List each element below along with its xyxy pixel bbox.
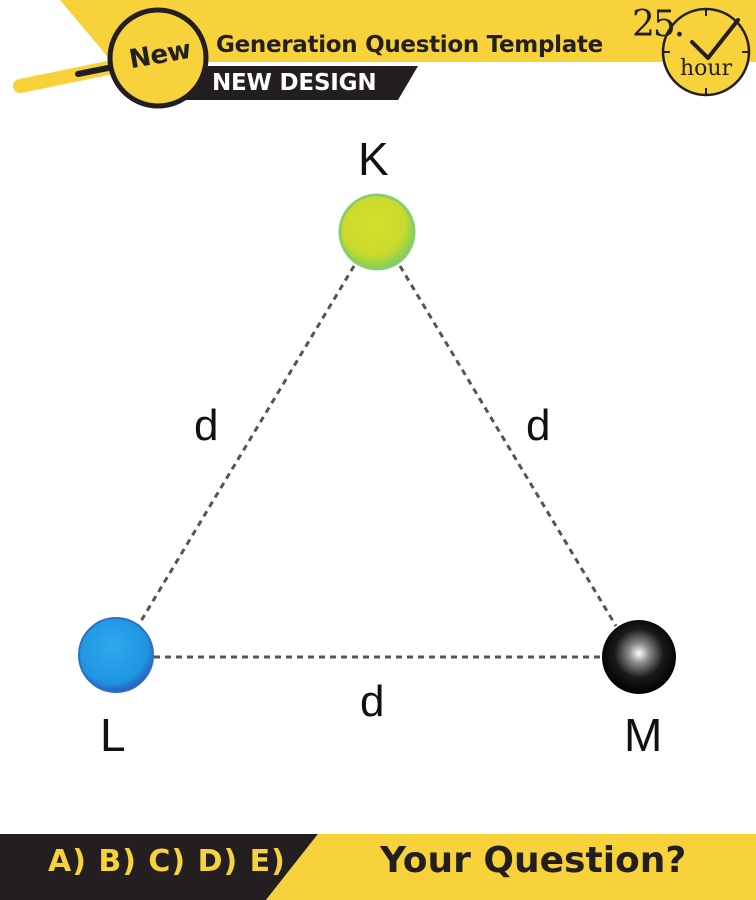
checkmark-icon [690,18,740,60]
node-label-l: L [100,709,126,761]
clock-number: 25. [632,4,685,45]
new-badge-circle [107,7,209,109]
edge-label-k-l: d [194,401,219,450]
header-title: Generation Question Template [216,32,603,58]
clock-icon [661,7,751,97]
clock-unit: hour [680,56,733,81]
edge-k-m [398,265,618,627]
node-label-k: K [358,133,389,185]
header-band [60,0,756,62]
edge-label-l-m: d [360,677,385,726]
header-subtitle: NEW DESIGN [212,70,377,96]
edge-k-l [136,265,356,627]
node-k [338,193,416,271]
footer-dark-band [0,834,318,900]
node-m [602,620,676,694]
footer-yellow-band [266,834,756,900]
node-label-m: M [624,709,663,761]
question-prompt: Your Question? [380,840,687,881]
answer-options: A) B) C) D) E) [48,844,286,879]
node-l [78,617,154,693]
edge-label-k-m: d [526,401,551,450]
subtitle-band [180,66,418,100]
